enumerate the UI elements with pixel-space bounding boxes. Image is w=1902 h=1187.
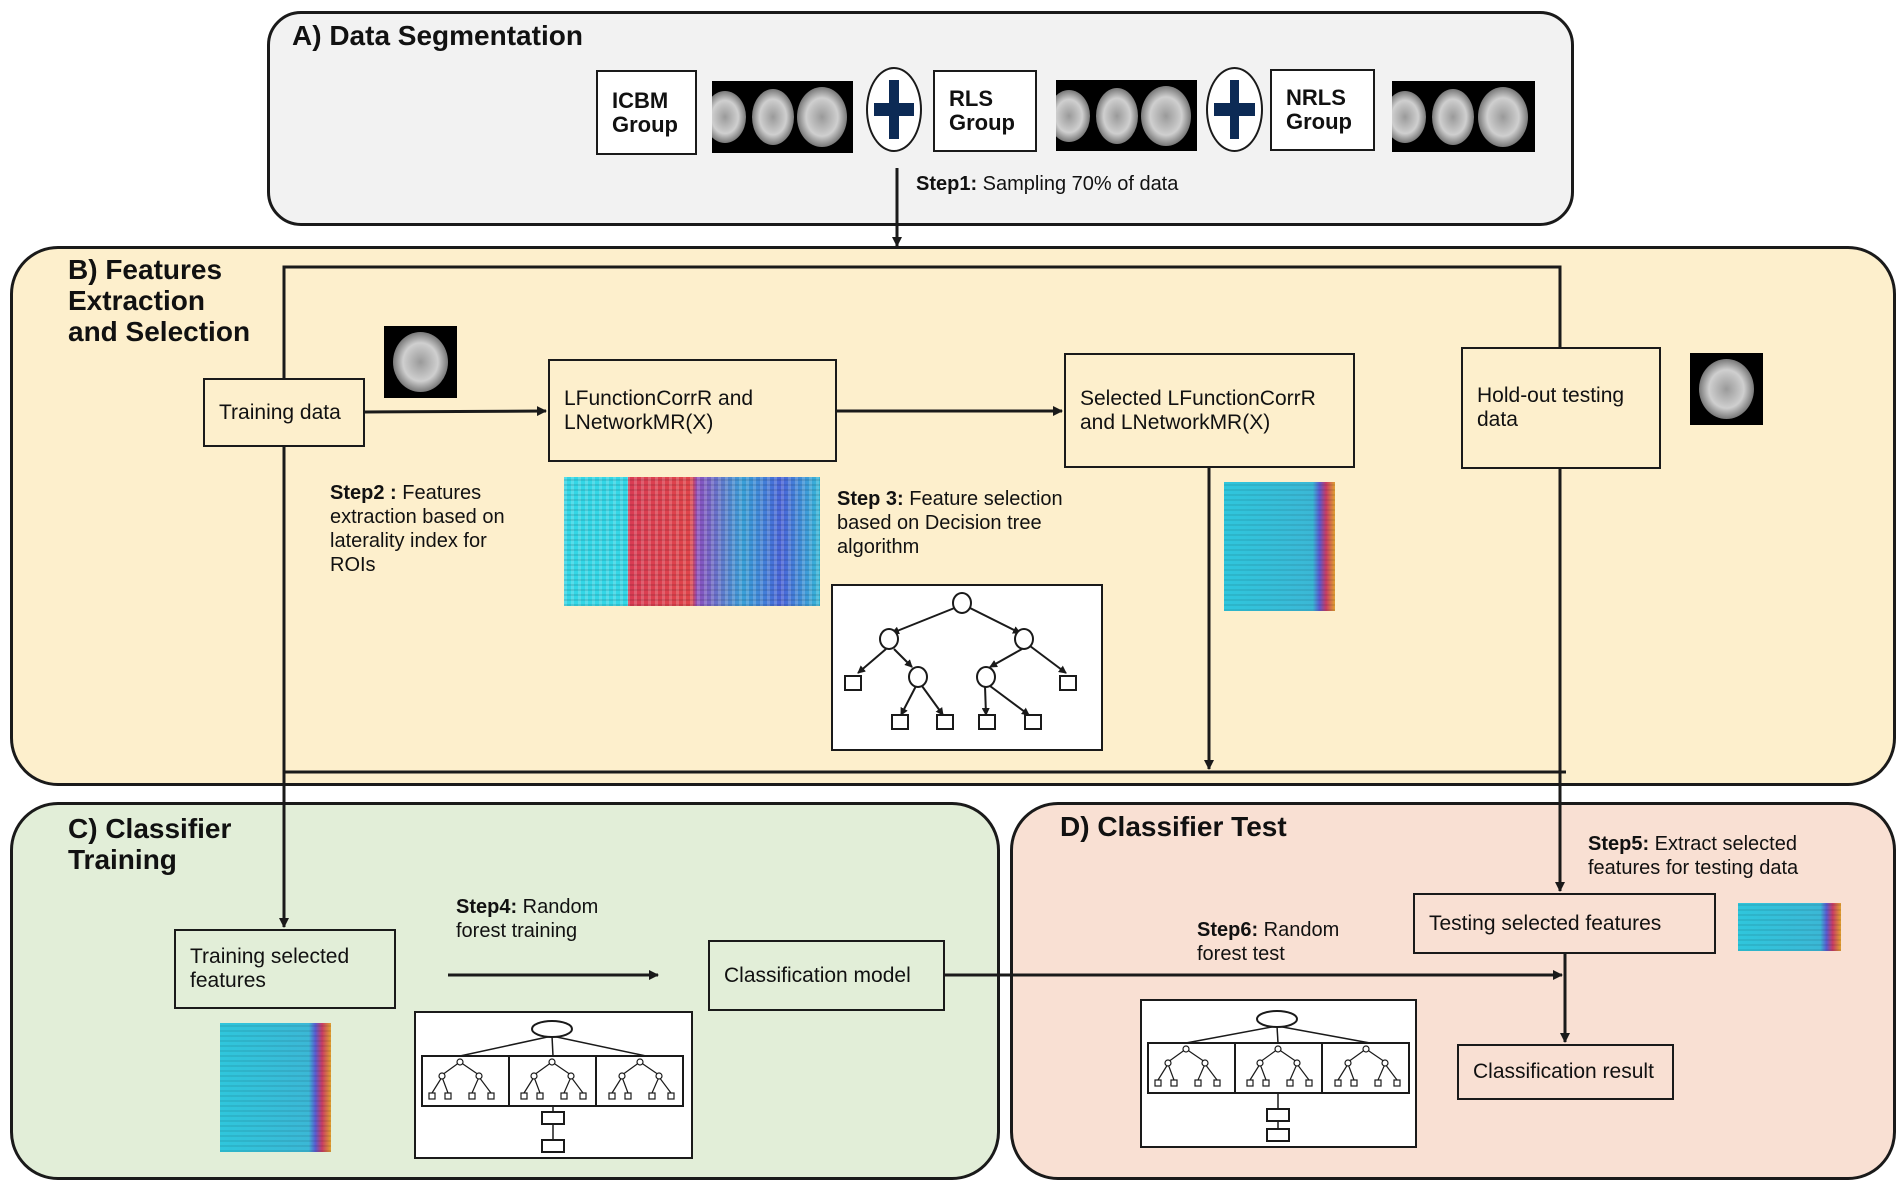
selected-features-box: Selected LFunctionCorrR and LNetworkMR(X…	[1064, 353, 1355, 468]
decision-tree-diagram	[831, 584, 1103, 751]
training-data-box: Training data	[203, 378, 365, 447]
feature-heatmap	[564, 477, 820, 606]
step3-note: Step 3: Feature selection based on Decis…	[837, 487, 1063, 559]
step2-note: Step2 : Features extraction based on lat…	[330, 481, 505, 577]
step1-note: Step1: Sampling 70% of data	[916, 172, 1178, 196]
step1-text: Sampling 70% of data	[977, 173, 1179, 195]
panel-a-title: A) Data Segmentation	[292, 20, 583, 51]
step2-text: Features extraction based on laterality …	[330, 482, 505, 576]
step5-label: Step5:	[1588, 833, 1650, 855]
features-box: LFunctionCorrR and LNetworkMR(X)	[548, 359, 837, 462]
arrow-training-to-features	[364, 406, 547, 417]
top-distribution-line	[282, 265, 1562, 378]
selected-feature-heatmap	[1224, 482, 1335, 611]
forest-tree	[1246, 1045, 1313, 1087]
step6-label: Step6:	[1197, 919, 1259, 941]
step6-text: Random forest test	[1197, 919, 1340, 965]
panel-c-title: C) Classifier Training	[68, 813, 232, 875]
testing-selected-features-box: Testing selected features	[1413, 893, 1716, 954]
forest-tree	[608, 1058, 675, 1100]
training-selected-heatmap	[220, 1023, 331, 1152]
nrls-group-box: NRLS Group	[1270, 69, 1375, 151]
forest-tree	[520, 1058, 587, 1100]
icbm-group-box: ICBM Group	[596, 70, 697, 155]
icbm-mri-images	[712, 81, 853, 153]
training-selected-features-box: Training selected features	[174, 929, 396, 1009]
panel-b-title: B) Features Extraction and Selection	[68, 254, 251, 347]
brain-mri-image	[1690, 353, 1763, 425]
step4-text: Random forest training	[456, 896, 599, 942]
random-forest-diagram	[1140, 999, 1417, 1148]
brain-mri-image	[384, 326, 457, 398]
forest-tree	[428, 1058, 495, 1100]
step2-label: Step2 :	[330, 482, 397, 504]
rls-mri-images	[1056, 80, 1197, 151]
step1-label: Step1:	[916, 173, 978, 195]
classification-model-box: Classification model	[708, 940, 945, 1011]
testing-selected-heatmap	[1738, 903, 1841, 951]
classification-result-box: Classification result	[1457, 1044, 1674, 1100]
step3-text: Feature selection based on Decision tree…	[837, 488, 1063, 558]
step5-note: Step5: Extract selected features for tes…	[1588, 832, 1798, 880]
holdout-testing-box: Hold-out testing data	[1461, 347, 1661, 469]
step6-note: Step6: Random forest test	[1197, 918, 1339, 966]
step3-label: Step 3:	[837, 488, 904, 510]
nrls-mri-images	[1392, 81, 1535, 152]
step4-note: Step4: Random forest training	[456, 895, 598, 943]
step5-text: Extract selected features for testing da…	[1588, 833, 1799, 879]
rls-group-box: RLS Group	[933, 70, 1037, 152]
forest-tree	[1154, 1045, 1221, 1087]
step4-label: Step4:	[456, 896, 518, 918]
random-forest-diagram	[414, 1011, 693, 1159]
plus-icon	[1206, 67, 1263, 152]
forest-tree	[1334, 1045, 1401, 1087]
panel-d-title: D) Classifier Test	[1060, 811, 1287, 842]
plus-icon	[866, 67, 922, 152]
